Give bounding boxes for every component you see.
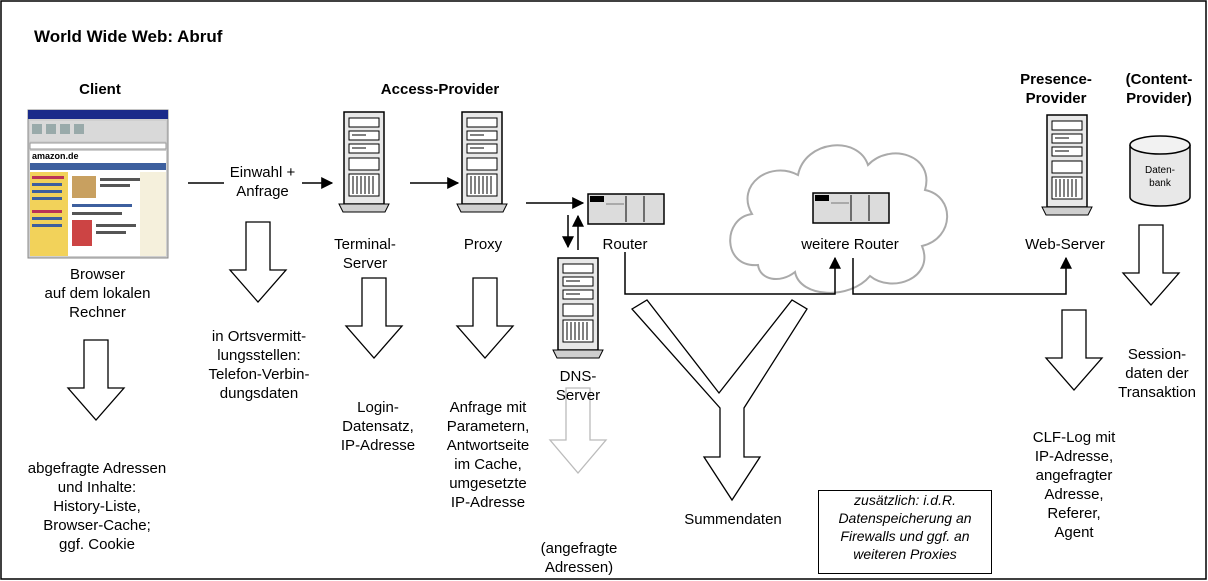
database-icon — [1129, 135, 1191, 207]
heading-content-provider: (Content- Provider) — [1125, 71, 1193, 107]
heading-client: Client — [79, 81, 121, 98]
browser-window: amazon.de — [27, 109, 169, 259]
data-arrow-summe — [630, 299, 808, 502]
web-server-icon — [1041, 114, 1093, 216]
label-further-routers: weitere Router — [801, 236, 899, 253]
terminal-server-icon — [338, 111, 390, 213]
data-ortsvermittlung: in Ortsvermitt- lungsstellen: Telefon-Ve… — [208, 328, 310, 402]
data-summe: Summendaten — [684, 511, 782, 528]
data-dns: (angefragte Adressen) — [540, 540, 618, 576]
label-proxy: Proxy — [463, 236, 503, 253]
data-arrow-anfrage — [456, 277, 514, 359]
heading-presence-provider: Presence- Provider — [1020, 71, 1092, 107]
label-einwahl: Einwahl + Anfrage — [229, 164, 296, 200]
footnote-box: zusätzlich: i.d.R. Datenspeicherung an F… — [818, 490, 992, 574]
label-dns-server: DNS- Server — [555, 368, 601, 404]
data-client: abgefragte Adressen und Inhalte: History… — [27, 460, 167, 553]
data-clf-log: CLF-Log mit IP-Adresse, angefragter Adre… — [1032, 429, 1116, 541]
proxy-server-icon — [456, 111, 508, 213]
data-anfrage: Anfrage mit Parametern, Antwortseite im … — [446, 399, 530, 511]
data-arrow-session — [1122, 224, 1180, 306]
svg-text:amazon.de: amazon.de — [32, 151, 79, 161]
further-router-icon — [812, 192, 890, 224]
dns-server-icon — [552, 257, 604, 359]
label-web-server: Web-Server — [1025, 236, 1105, 253]
data-arrow-login — [345, 277, 403, 359]
flow-router-to-further — [624, 252, 841, 295]
flow-further-to-webserver — [852, 256, 1072, 295]
label-terminal-server: Terminal- Server — [334, 236, 396, 272]
data-arrow-clf — [1045, 309, 1103, 391]
label-router: Router — [602, 236, 648, 253]
label-database: Daten- bank — [1144, 165, 1175, 189]
data-session: Session- daten der Transaktion — [1118, 346, 1196, 401]
router-icon — [587, 193, 665, 225]
label-browser: Browser auf dem lokalen Rechner — [44, 266, 151, 321]
data-login: Login- Datensatz, IP-Adresse — [340, 399, 416, 454]
data-arrow-dns — [548, 387, 608, 475]
data-arrow-client — [67, 339, 125, 421]
data-arrow-ortsvermittlung — [229, 221, 287, 303]
page-title: World Wide Web: Abruf — [34, 27, 223, 46]
heading-access-provider: Access-Provider — [380, 81, 500, 98]
